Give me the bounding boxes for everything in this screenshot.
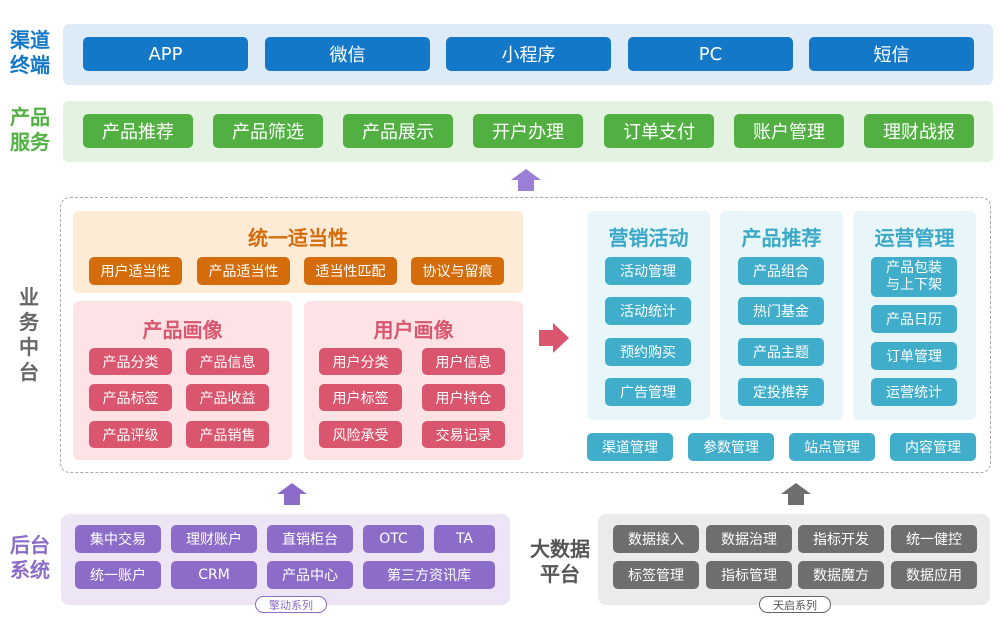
user-portrait-item[interactable]: 用户分类	[319, 348, 402, 375]
operations-item[interactable]: 产品日历	[871, 305, 957, 333]
suitability-item[interactable]: 产品适当性	[197, 257, 290, 285]
service-product-filter[interactable]: 产品筛选	[213, 114, 323, 148]
channel-app[interactable]: APP	[83, 37, 248, 71]
suitability-item[interactable]: 协议与留痕	[411, 257, 504, 285]
user-portrait-item[interactable]: 风险承受	[319, 421, 402, 448]
backend-series-badge: 擎动系列	[255, 596, 327, 613]
marketing-item[interactable]: 活动管理	[605, 257, 691, 285]
user-portrait-item[interactable]: 用户标签	[319, 384, 402, 411]
recommendation-item[interactable]: 热门基金	[738, 297, 824, 325]
recommendation-item[interactable]: 产品主题	[738, 338, 824, 366]
service-label-line2: 服务	[10, 130, 50, 154]
product-portrait-item[interactable]: 产品收益	[186, 384, 269, 411]
bigdata-item[interactable]: 统一健控	[891, 525, 977, 553]
product-portrait-item[interactable]: 产品评级	[89, 421, 172, 448]
channel-pc[interactable]: PC	[628, 37, 793, 71]
bigdata-label-line2: 平台	[540, 562, 580, 586]
bigdata-series-badge: 天启系列	[759, 596, 831, 613]
operations-item[interactable]: 运营统计	[871, 378, 957, 406]
marketing-title: 营销活动	[608, 226, 689, 250]
middle-bottom-item[interactable]: 参数管理	[688, 433, 774, 461]
service-product-recommend[interactable]: 产品推荐	[83, 114, 193, 148]
product-portrait-item[interactable]: 产品销售	[186, 421, 269, 448]
middle-label-line4: 台	[19, 360, 39, 384]
service-account-open[interactable]: 开户办理	[473, 114, 583, 148]
channel-label-line2: 终端	[10, 53, 50, 77]
middle-label-line1: 业	[19, 285, 39, 309]
up-arrow-icon	[781, 483, 811, 505]
middle-bottom-item[interactable]: 渠道管理	[587, 433, 673, 461]
marketing-item[interactable]: 预约购买	[605, 338, 691, 366]
marketing-item[interactable]: 活动统计	[605, 297, 691, 325]
service-layer-label: 产品 服务	[6, 105, 54, 155]
user-portrait-item[interactable]: 用户持仓	[422, 384, 505, 411]
backend-item[interactable]: TA	[434, 525, 495, 553]
channel-label-line1: 渠道	[10, 28, 50, 52]
backend-item[interactable]: 统一账户	[75, 561, 161, 589]
operations-item[interactable]: 订单管理	[871, 342, 957, 370]
backend-item[interactable]: 直销柜台	[267, 525, 353, 553]
bigdata-item[interactable]: 指标开发	[798, 525, 884, 553]
backend-item[interactable]: 第三方资讯库	[363, 561, 495, 589]
product-portrait-item[interactable]: 产品分类	[89, 348, 172, 375]
middle-label-line3: 中	[19, 335, 39, 359]
channel-sms[interactable]: 短信	[809, 37, 974, 71]
channel-miniprogram[interactable]: 小程序	[446, 37, 611, 71]
marketing-item[interactable]: 广告管理	[605, 378, 691, 406]
right-arrow-icon	[539, 323, 569, 353]
middle-bottom-item[interactable]: 站点管理	[789, 433, 875, 461]
backend-item[interactable]: 理财账户	[171, 525, 257, 553]
backend-item[interactable]: OTC	[363, 525, 424, 553]
product-portrait-item[interactable]: 产品信息	[186, 348, 269, 375]
backend-item[interactable]: 集中交易	[75, 525, 161, 553]
service-wealth-report[interactable]: 理财战报	[864, 114, 974, 148]
user-portrait-title: 用户画像	[373, 318, 454, 342]
recommendation-item[interactable]: 定投推荐	[738, 378, 824, 406]
bigdata-item[interactable]: 数据应用	[891, 561, 977, 589]
suitability-item[interactable]: 适当性匹配	[304, 257, 397, 285]
bigdata-layer-label: 大数据 平台	[528, 537, 592, 587]
operations-item-line1: 产品包装	[886, 260, 942, 276]
recommendation-item[interactable]: 产品组合	[738, 257, 824, 285]
bigdata-item[interactable]: 数据治理	[706, 525, 792, 553]
up-arrow-icon	[511, 169, 541, 191]
channel-wechat[interactable]: 微信	[265, 37, 430, 71]
service-order-pay[interactable]: 订单支付	[604, 114, 714, 148]
bigdata-item[interactable]: 数据接入	[613, 525, 699, 553]
product-portrait-title: 产品画像	[142, 318, 223, 342]
bigdata-label-line1: 大数据	[530, 537, 590, 561]
user-portrait-item[interactable]: 交易记录	[422, 421, 505, 448]
backend-label-line1: 后台	[10, 533, 50, 557]
user-portrait-item[interactable]: 用户信息	[422, 348, 505, 375]
bigdata-item[interactable]: 数据魔方	[798, 561, 884, 589]
business-middle-frame	[60, 197, 991, 473]
operations-title: 运营管理	[874, 226, 955, 250]
channel-layer-label: 渠道 终端	[6, 28, 54, 78]
suitability-title: 统一适当性	[248, 226, 348, 250]
backend-label-line2: 系统	[10, 558, 50, 582]
up-arrow-icon	[277, 483, 307, 505]
bigdata-item[interactable]: 指标管理	[706, 561, 792, 589]
middle-bottom-item[interactable]: 内容管理	[890, 433, 976, 461]
operations-item[interactable]: 产品包装 与上下架	[871, 257, 957, 297]
backend-item[interactable]: 产品中心	[267, 561, 353, 589]
middle-label-line2: 务	[19, 310, 39, 334]
operations-item-line2: 与上下架	[886, 277, 942, 293]
product-portrait-item[interactable]: 产品标签	[89, 384, 172, 411]
service-label-line1: 产品	[10, 105, 50, 129]
service-product-display[interactable]: 产品展示	[343, 114, 453, 148]
bigdata-item[interactable]: 标签管理	[613, 561, 699, 589]
backend-layer-label: 后台 系统	[6, 533, 54, 583]
middle-layer-label: 业 务 中 台	[14, 285, 44, 385]
recommendation-title: 产品推荐	[741, 226, 822, 250]
backend-item[interactable]: CRM	[171, 561, 257, 589]
suitability-item[interactable]: 用户适当性	[89, 257, 182, 285]
service-account-manage[interactable]: 账户管理	[734, 114, 844, 148]
